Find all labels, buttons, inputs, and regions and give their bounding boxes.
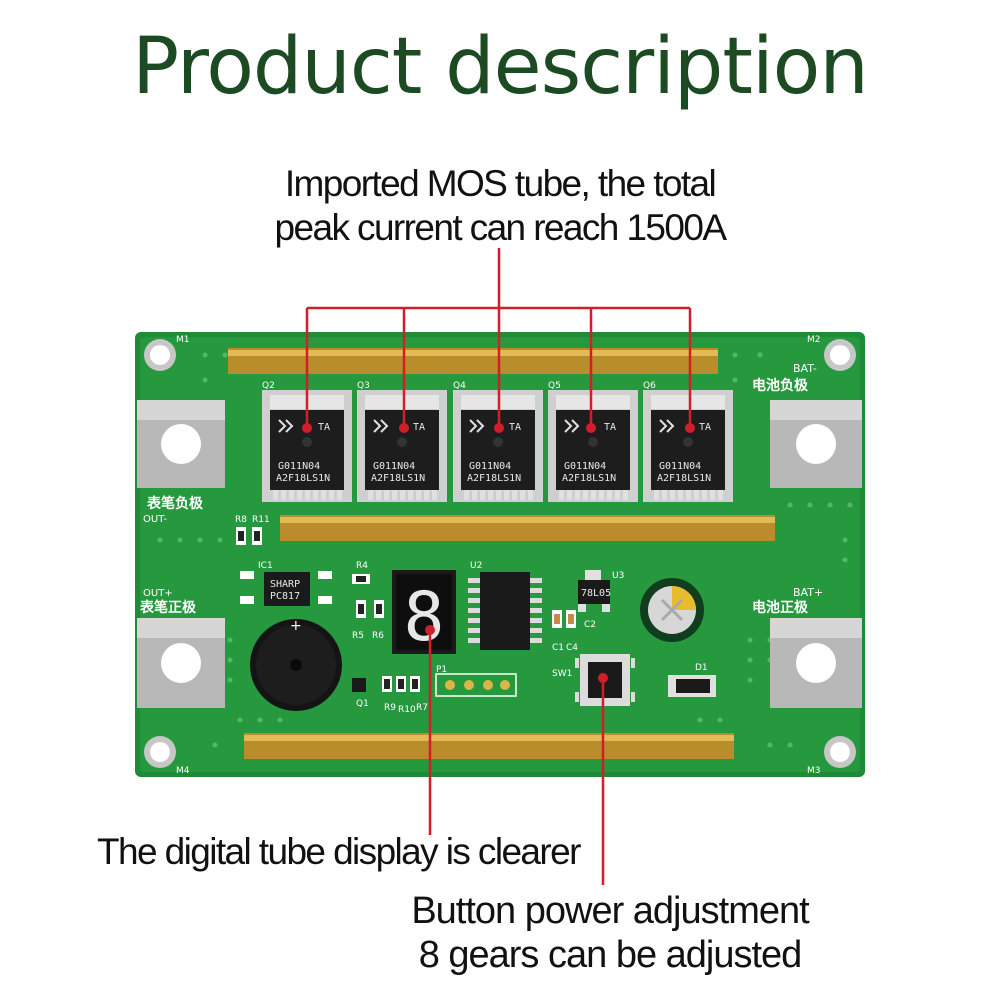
diode-d1	[668, 675, 716, 697]
mosfet-q3: Q3 TA G011N04 A2F18LS1N	[357, 381, 447, 502]
electrolytic-capacitor	[640, 578, 704, 642]
mosfet-q3-ref: Q3	[357, 381, 370, 391]
ref-u3: U3	[612, 571, 624, 581]
ref-r6: R6	[372, 631, 384, 641]
ref-r11: R11	[252, 515, 270, 525]
regulator-u3: 78L05	[578, 570, 611, 612]
mosfet-q2-logo: TA	[318, 422, 330, 433]
label-out-pos-cn: 表笔正极	[139, 599, 197, 616]
ref-r5: R5	[352, 631, 364, 641]
microcontroller-u2	[468, 572, 542, 650]
mosfet-q4: Q4 TA G011N04 A2F18LS1N	[453, 381, 543, 502]
ref-r4: R4	[356, 561, 368, 571]
mosfet-q6: Q6 TA G011N04 A2F18LS1N	[643, 381, 733, 502]
ic1-marking: SHARP	[270, 579, 300, 590]
mosfet-q2-lot: A2F18LS1N	[276, 473, 330, 484]
mosfet-q6-lot: A2F18LS1N	[657, 473, 711, 484]
mos-callout-line2: peak current can reach 1500A	[274, 207, 728, 248]
u3-marking: 78L05	[581, 588, 611, 599]
button-callout-line1: Button power adjustment	[411, 890, 809, 932]
mosfet-q5-lot: A2F18LS1N	[562, 473, 616, 484]
ref-u2: U2	[470, 561, 482, 571]
label-bat-neg-cn: 电池负极	[752, 377, 809, 394]
header-p1	[435, 673, 517, 697]
mosfet-q4-ref: Q4	[453, 381, 466, 391]
mosfet-q4-part: G011N04	[469, 461, 511, 472]
small-parts-bottom	[352, 676, 420, 692]
mounting-holes	[144, 339, 856, 768]
mosfet-q3-part: G011N04	[373, 461, 415, 472]
tactile-button-sw1	[575, 654, 635, 706]
resistors-r8-r11	[236, 527, 262, 545]
ref-c4: C4	[566, 643, 578, 653]
label-bat-pos-cn: 电池正极	[752, 599, 809, 616]
capacitors-smd	[552, 610, 576, 628]
mosfet-q6-logo: TA	[699, 422, 711, 433]
mosfet-q5-part: G011N04	[564, 461, 606, 472]
display-digit: 8	[404, 578, 445, 657]
mos-callout: Imported MOS tube, the total peak curren…	[250, 165, 750, 253]
label-out-pos: OUT+	[143, 588, 173, 599]
ref-sw1: SW1	[552, 669, 572, 679]
resistors-r4-r6	[352, 574, 384, 618]
ref-r10: R10	[398, 705, 416, 715]
copper-bus-bars	[228, 348, 775, 759]
label-bat-neg: BAT-	[793, 362, 817, 375]
mount-label-m1: M1	[176, 335, 190, 345]
mosfet-q5-ref: Q5	[548, 381, 561, 391]
ref-q1: Q1	[356, 699, 369, 709]
mosfet-q3-logo: TA	[413, 422, 425, 433]
mosfet-q2-ref: Q2	[262, 381, 275, 391]
ref-r9: R9	[384, 703, 396, 713]
display-callout-line1: The digital tube display is clearer	[97, 831, 581, 872]
mosfet-q5-logo: TA	[604, 422, 616, 433]
terminal-pads	[137, 400, 862, 708]
mount-label-m3: M3	[807, 766, 821, 776]
display-callout: The digital tube display is clearer	[97, 831, 581, 872]
ref-r7: R7	[416, 703, 428, 713]
mosfet-q4-logo: TA	[509, 422, 521, 433]
ref-c1: C1	[552, 643, 564, 653]
ref-p1: P1	[436, 665, 447, 675]
ref-d1: D1	[695, 663, 708, 673]
buzzer: +	[250, 618, 342, 711]
mosfet-q6-ref: Q6	[643, 381, 656, 391]
callout-lines	[305, 248, 692, 885]
ic1-part: PC817	[270, 591, 300, 602]
mosfet-q3-lot: A2F18LS1N	[371, 473, 425, 484]
mount-label-m2: M2	[807, 335, 821, 345]
button-callout-line2: 8 gears can be adjusted	[418, 934, 803, 976]
buzzer-plus: +	[290, 618, 302, 634]
ref-c2: C2	[584, 620, 596, 630]
mosfet-q5: Q5 TA G011N04 A2F18LS1N	[548, 381, 638, 502]
ref-r8: R8	[235, 515, 247, 525]
mosfet-q4-lot: A2F18LS1N	[467, 473, 521, 484]
mosfet-q2-part: G011N04	[278, 461, 320, 472]
mosfet-q6-part: G011N04	[659, 461, 701, 472]
ref-ic1: IC1	[258, 561, 273, 571]
label-out-neg: OUT-	[143, 514, 167, 525]
seven-segment-display: 8	[392, 570, 456, 657]
mount-label-m4: M4	[176, 766, 190, 776]
label-out-neg-cn: 表笔负极	[146, 495, 204, 512]
mos-callout-line1: Imported MOS tube, the total	[284, 163, 717, 204]
callout-dots	[302, 423, 695, 683]
label-bat-pos: BAT+	[793, 586, 823, 599]
button-callout: Button power adjustment 8 gears can be a…	[340, 892, 880, 980]
page-title: Product description	[132, 22, 869, 112]
optocoupler-ic1: SHARP PC817	[240, 571, 332, 606]
